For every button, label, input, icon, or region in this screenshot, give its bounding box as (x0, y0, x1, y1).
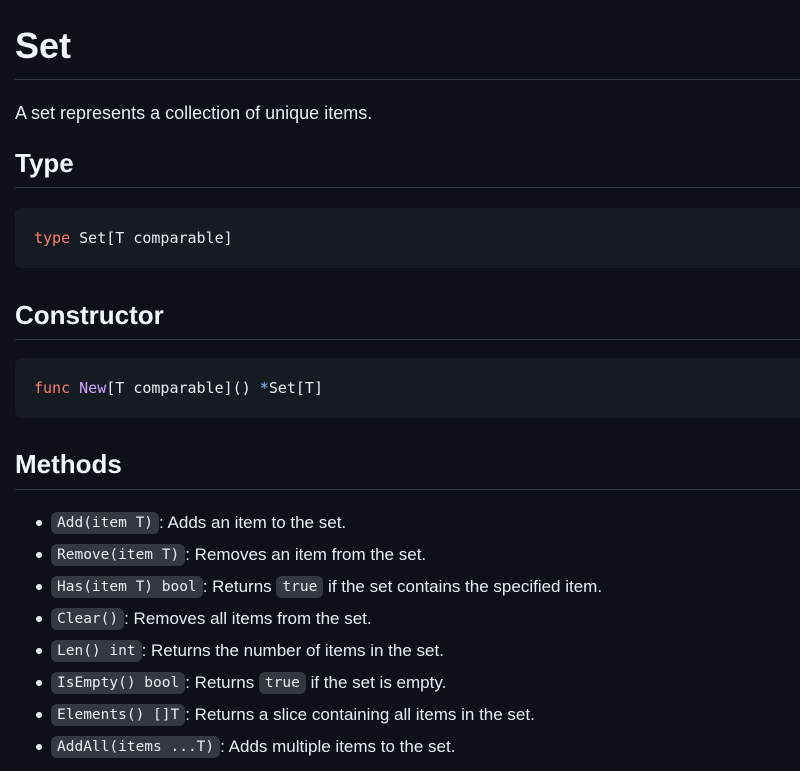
method-signature: AddAll(items ...T) (51, 736, 221, 758)
inline-code-true: true (276, 576, 324, 598)
type-heading: Type (15, 148, 74, 178)
list-item: Elements() []T: Returns a slice containi… (15, 699, 800, 731)
list-item: AddAll(items ...T): Adds multiple items … (15, 731, 800, 763)
list-item: Add(item T): Adds an item to the set. (15, 507, 800, 539)
bullet-icon (36, 616, 42, 622)
method-signature: IsEmpty() bool (51, 672, 186, 694)
method-signature: Elements() []T (51, 704, 186, 726)
method-description: : Removes an item from the set. (185, 545, 427, 564)
methods-divider (15, 489, 800, 490)
list-item: Has(item T) bool: Returns true if the se… (15, 571, 800, 603)
code-params: [T comparable]() (106, 379, 260, 397)
bullet-icon (36, 552, 42, 558)
code-pointer: * (259, 379, 269, 397)
constructor-heading: Constructor (15, 300, 164, 330)
list-item: Remove(item T): Removes an item from the… (15, 539, 800, 571)
method-signature: Remove(item T) (51, 544, 186, 566)
bullet-icon (36, 712, 42, 718)
bullet-icon (36, 520, 42, 526)
bullet-icon (36, 680, 42, 686)
constructor-code-block: func New[T comparable]() *Set[T] (15, 358, 800, 418)
code-type-declaration: Set[T comparable] (70, 229, 233, 247)
method-description: : Removes all items from the set. (124, 609, 372, 628)
type-code-block: type Set[T comparable] (15, 208, 800, 268)
list-item: Len() int: Returns the number of items i… (15, 635, 800, 667)
method-description: : Adds an item to the set. (159, 513, 347, 532)
inline-code-true: true (258, 672, 306, 694)
methods-heading: Methods (15, 449, 122, 479)
method-signature: Len() int (51, 640, 142, 662)
method-signature: Add(item T) (51, 512, 160, 534)
type-divider (15, 187, 800, 188)
code-keyword-type: type (34, 229, 71, 247)
methods-list: Add(item T): Adds an item to the set. Re… (15, 507, 800, 763)
list-item: IsEmpty() bool: Returns true if the set … (15, 667, 800, 699)
method-description-tail: if the set contains the specified item. (323, 577, 603, 596)
method-description: : Returns (185, 673, 259, 692)
code-keyword-func: func (34, 379, 71, 397)
method-description: : Returns the number of items in the set… (141, 641, 444, 660)
bullet-icon (36, 584, 42, 590)
method-signature: Clear() (51, 608, 125, 630)
bullet-icon (36, 744, 42, 750)
list-item: Clear(): Removes all items from the set. (15, 603, 800, 635)
code-function-name: New (79, 379, 107, 397)
page-title: Set (15, 25, 72, 66)
code-return-type: Set[T] (268, 379, 323, 397)
constructor-divider (15, 339, 800, 340)
code-space (70, 379, 79, 397)
title-divider (15, 79, 800, 80)
method-description: : Returns a slice containing all items i… (185, 705, 535, 724)
bullet-icon (36, 648, 42, 654)
method-signature: Has(item T) bool (51, 576, 203, 598)
method-description-tail: if the set is empty. (305, 673, 447, 692)
method-description: : Returns (202, 577, 277, 596)
method-description: : Adds multiple items to the set. (220, 737, 456, 756)
intro-text: A set represents a collection of unique … (15, 103, 373, 123)
